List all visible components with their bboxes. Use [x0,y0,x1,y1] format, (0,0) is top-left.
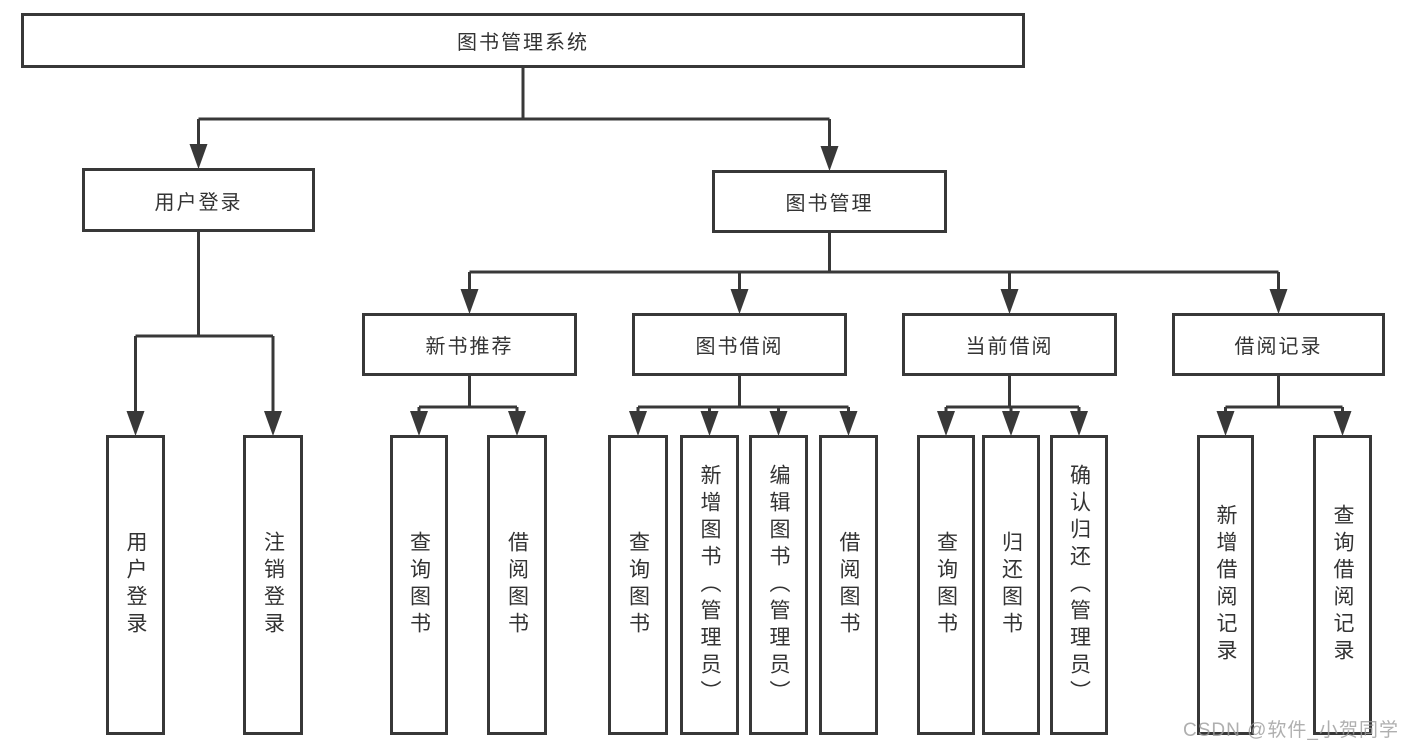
leaf-return-books: 归还图书 [982,435,1040,735]
node-new-book-recommend: 新书推荐 [362,313,577,376]
node-borrow-records: 借阅记录 [1172,313,1385,376]
node-label: 借阅记录 [1234,336,1323,358]
node-label: 注销登录 [261,531,285,639]
node-root-system: 图书管理系统 [21,13,1025,68]
node-label: 图书管理系统 [457,32,589,54]
node-label: 查询借阅记录 [1331,504,1354,666]
leaf-borrow-books-borrowing: 借阅图书 [819,435,878,735]
leaf-user-login: 用户登录 [106,435,165,735]
node-label: 查询图书 [934,531,958,639]
node-label: 借阅图书 [837,531,860,639]
node-label: 当前借阅 [965,336,1054,358]
leaf-edit-books-admin: 编辑图书（管理员） [749,435,808,735]
node-label: 借阅图书 [505,531,529,639]
node-label: 图书借阅 [695,336,784,358]
node-label: 编辑图书（管理员） [767,463,790,707]
arrowhead-icons [126,144,1352,436]
node-book-management-branch: 图书管理 [712,170,947,233]
node-label: 新书推荐 [425,336,514,358]
node-label: 归还图书 [999,531,1023,639]
leaf-query-books-recommend: 查询图书 [390,435,448,735]
node-label: 查询图书 [407,531,431,639]
node-label: 用户登录 [154,191,243,214]
node-book-borrowing: 图书借阅 [632,313,847,376]
csdn-watermark: CSDN @软件_小贺同学 [1183,720,1399,741]
leaf-borrow-books-recommend: 借阅图书 [487,435,547,735]
leaf-query-borrow-record: 查询借阅记录 [1313,435,1372,735]
leaf-add-borrow-record: 新增借阅记录 [1197,435,1254,735]
node-user-login-branch: 用户登录 [82,168,315,232]
node-label: 新增图书（管理员） [698,463,721,707]
node-label: 新增借阅记录 [1214,504,1237,666]
node-label: 图书管理 [785,193,874,215]
leaf-logout: 注销登录 [243,435,303,735]
leaf-query-books-current: 查询图书 [917,435,975,735]
leaf-confirm-return-admin: 确认归还（管理员） [1050,435,1108,735]
leaf-add-books-admin: 新增图书（管理员） [680,435,739,735]
node-label: 确认归还（管理员） [1067,463,1091,707]
node-label: 用户登录 [124,531,147,639]
node-label: 查询图书 [626,531,650,639]
node-current-borrowing: 当前借阅 [902,313,1117,376]
leaf-query-books-borrowing: 查询图书 [608,435,668,735]
